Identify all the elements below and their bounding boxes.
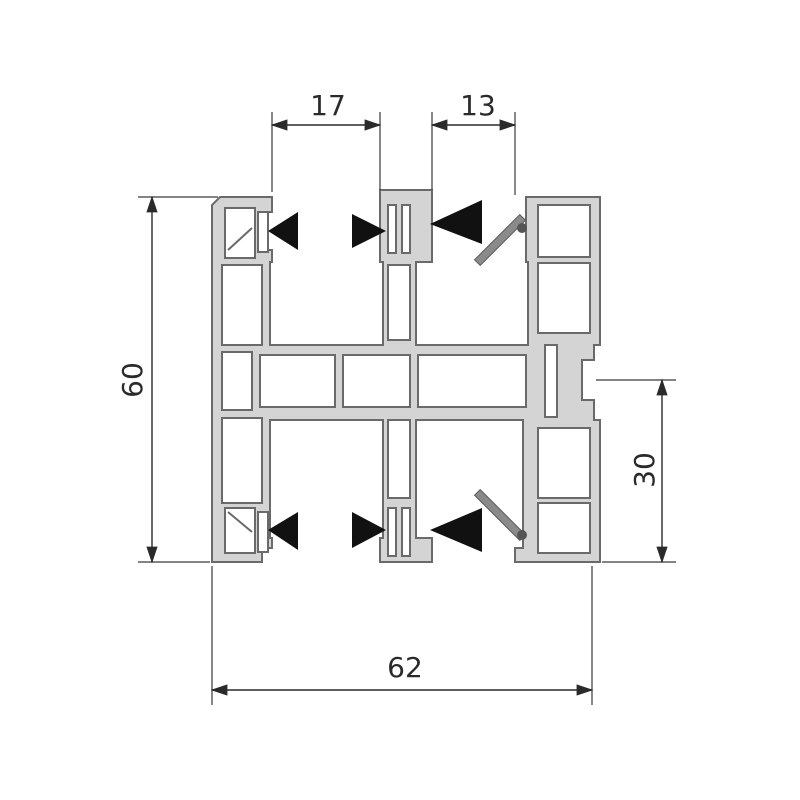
dimension-overall-width: 62 [210, 566, 594, 705]
chamber-left-lower [221, 417, 263, 504]
dimension-top-right: 13 [430, 89, 517, 195]
chamber-right-groove [544, 344, 558, 418]
chamber-right-upper [537, 262, 591, 334]
chamber-left-upper [221, 264, 263, 346]
dimension-label-62: 62 [387, 651, 423, 684]
brush-seal-icon [268, 512, 298, 550]
chamber-mullion-lower [387, 419, 411, 499]
dimension-label-13: 13 [460, 89, 496, 122]
chamber-rib-top-left [227, 227, 253, 251]
glazing-bead-top [473, 213, 527, 267]
dimension-label-30: 30 [628, 452, 661, 488]
dimension-overall-height: 60 [116, 195, 218, 564]
chamber-rib-bottom-left [227, 511, 253, 533]
brush-seal-icon [430, 508, 482, 552]
chamber-mullion-upper [387, 264, 411, 341]
dimension-top-left: 17 [270, 89, 382, 192]
brush-seal-icon [268, 212, 298, 250]
clip-slot-top-mid-a [387, 204, 397, 254]
clip-slot-bottom-mid-a [387, 507, 397, 557]
chamber-right-bottom [537, 502, 591, 554]
clip-slot-bottom-mid-b [401, 507, 411, 557]
clip-slot-bottom-left [257, 511, 269, 553]
brush-seal-icon [352, 512, 386, 548]
chamber-left-middle [221, 351, 253, 411]
clip-slot-top-left [257, 211, 269, 253]
chamber-top-left [224, 207, 256, 259]
dimension-label-17: 17 [310, 89, 346, 122]
brush-seals [268, 200, 482, 552]
glazing-beads [473, 213, 527, 542]
chamber-right-lower [537, 427, 591, 499]
brush-seal-icon [352, 214, 386, 248]
dimension-label-60: 60 [116, 362, 149, 398]
chamber-center-mid [342, 354, 411, 408]
clip-slot-top-mid-b [401, 204, 411, 254]
bead-clip-bottom [517, 530, 527, 540]
profile-body [211, 189, 601, 563]
bead-clip-top [517, 223, 527, 233]
dimension-right-lower-height: 30 [596, 378, 676, 564]
chamber-center-right [417, 354, 527, 408]
chamber-right-top [537, 204, 591, 258]
chamber-center-left [259, 354, 336, 408]
brush-seal-icon [430, 200, 482, 244]
